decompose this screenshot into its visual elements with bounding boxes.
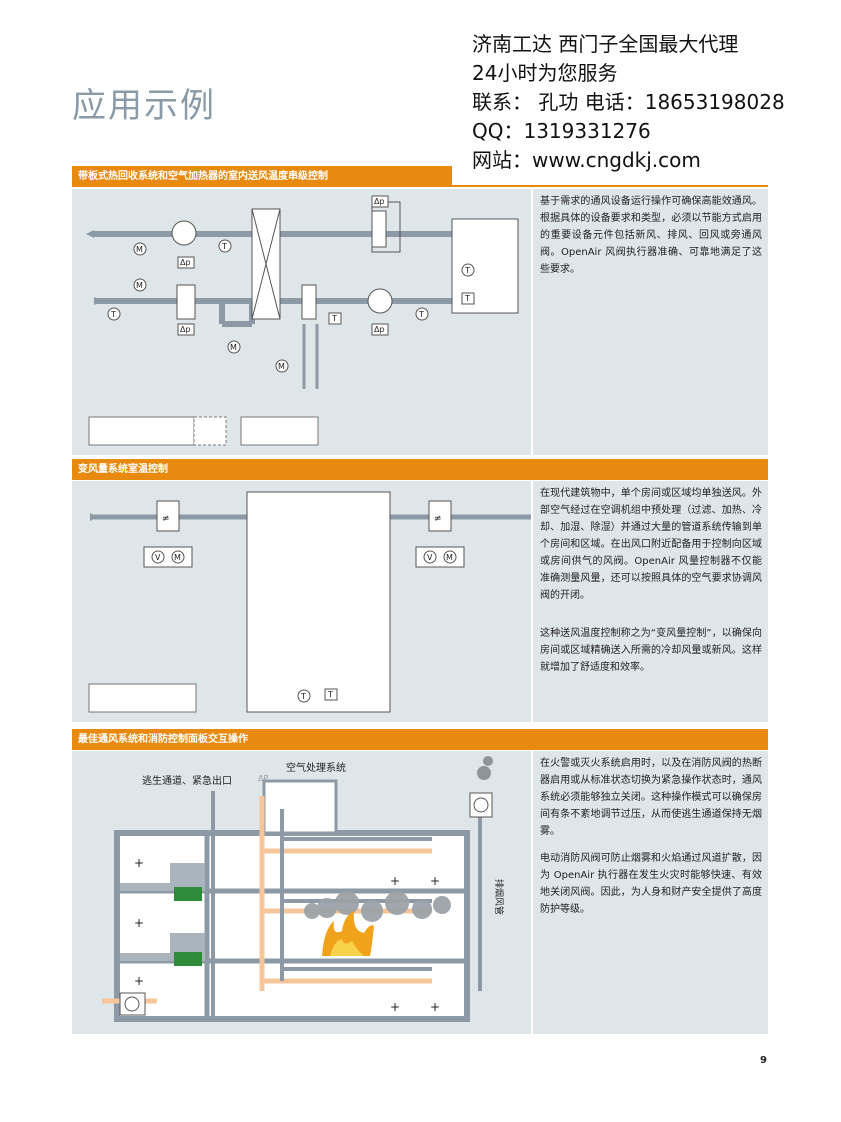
fire-smoke-diagram: 逃生通道、紧急出口 空气处理系统 ΔP 排烟风管: [102, 756, 505, 1022]
label-smoke-exhaust: 排烟风管: [493, 879, 505, 915]
return-ducts: [211, 791, 482, 1021]
dp-label-2: Δp: [180, 258, 191, 267]
vav-box-left: [156, 500, 180, 532]
vav-box-right: [428, 500, 452, 532]
plus-4: +: [390, 874, 400, 888]
vav-right-neq: ≠: [434, 514, 442, 524]
label-escape: 逃生通道、紧急出口: [142, 774, 232, 787]
section2-text-panel: 在现代建筑物中，单个房间或区域均单独送风。外部空气经过在空调机组中预处理（过滤、…: [533, 481, 768, 722]
section1-header: 带板式热回收系统和空气加热器的室内送风温度串级控制: [72, 166, 452, 187]
temp-symbol-2: T: [110, 310, 116, 319]
motor-symbol-3: M: [230, 343, 237, 352]
supply-fan-bottom: [367, 288, 393, 314]
plus-1: +: [134, 856, 144, 870]
fire-icon: [322, 911, 374, 956]
contact-line-4: QQ：1319331276: [472, 119, 651, 143]
smoke-cloud: [304, 891, 451, 922]
section2-text-1: 在现代建筑物中，单个房间或区域均单独送风。外部空气经过在空调机组中预处理（过滤、…: [540, 488, 762, 601]
motor-symbol-1: M: [136, 245, 143, 254]
page-title: 应用示例: [72, 86, 216, 126]
legend-box-2: [240, 416, 319, 446]
section1-text: 基于需求的通风设备运行操作可确保高能效通风。根据具体的设备要求和类型，必须以节能…: [540, 196, 762, 275]
contact-block: 济南工达 西门子全国最大代理 24小时为您服务联系： 孔功 电话：18653198…: [472, 30, 785, 175]
vav-room-box: [246, 491, 391, 713]
section1-diagram-panel: Δp Δp Δp Δp M M M M T T T T T T: [72, 189, 531, 455]
motor-symbol-4: M: [278, 362, 285, 371]
plus-7: +: [430, 1000, 440, 1014]
vav-room-temp: T: [300, 692, 306, 701]
supply-fan-top: [171, 220, 197, 246]
heater-coil: [301, 284, 317, 320]
section2-diagram-panel: ≠ ≠ V M V M T T: [72, 481, 531, 722]
temp-symbol-1: T: [221, 242, 227, 251]
exit-sign-2: [174, 952, 202, 966]
section1-text-panel: 基于需求的通风设备运行操作可确保高能效通风。根据具体的设备要求和类型，必须以节能…: [533, 189, 768, 455]
dp-label-4: Δp: [374, 325, 385, 334]
legend-box-1: [88, 416, 195, 446]
vav-legend-box: [88, 683, 197, 713]
contact-line-1: 济南工达 西门子全国最大代理: [472, 32, 739, 56]
vav-right-v: V: [427, 553, 433, 562]
exit-sign-1: [174, 887, 202, 901]
vav-left-v: V: [155, 553, 161, 562]
section2-text-2: 这种送风温度控制称之为“变风量控制”，以确保向房间或区域精确送入所需的冷却风量或…: [540, 628, 762, 673]
vav-diagram: ≠ ≠ V M V M T T: [88, 491, 531, 713]
vav-right-m: M: [446, 553, 453, 562]
label-ahu: 空气处理系统: [286, 761, 346, 774]
contact-line-2: 24小时为您服务: [472, 61, 618, 85]
temp-setpoint-room: T: [464, 294, 470, 303]
section3-header: 最佳通风系统和消防控制面板交互操作: [72, 729, 768, 750]
dp-label-3: Δp: [180, 325, 191, 334]
hvac-cascade-diagram: Δp Δp Δp Δp M M M M T T T T T T: [86, 195, 519, 446]
section3-text-panel: 在火警或灭火系统启用时，以及在消防风阀的热断器启用或从标准状态切换为紧急操作状态…: [533, 751, 768, 1034]
section2-header: 变风量系统室温控制: [72, 459, 768, 480]
contact-line-3: 联系： 孔功 电话：18653198028: [472, 90, 785, 114]
plus-3: +: [134, 974, 144, 988]
temp-symbol-duct: T: [331, 314, 337, 323]
temp-symbol-room: T: [464, 266, 470, 275]
section1-rule: [452, 185, 768, 187]
plus-5: +: [430, 874, 440, 888]
temp-symbol-3: T: [418, 310, 424, 319]
vav-left-m: M: [174, 553, 181, 562]
stairs: [120, 863, 205, 961]
vav-room-setpoint: T: [327, 690, 333, 699]
section3-text-1: 在火警或灭火系统启用时，以及在消防风阀的热断器启用或从标准状态切换为紧急操作状态…: [540, 758, 762, 837]
vav-left-neq: ≠: [162, 514, 170, 524]
smoke-plume-icon: [477, 766, 491, 780]
motor-symbol-2: M: [136, 281, 143, 290]
building-frame: [114, 830, 470, 1022]
plus-2: +: [134, 916, 144, 930]
contact-line-5: 网站：www.cngdkj.com: [472, 148, 701, 172]
label-dp: ΔP: [258, 774, 268, 783]
filter-bottom: [176, 284, 196, 320]
ahu-box: [262, 779, 338, 835]
dp-label-1: Δp: [374, 197, 385, 206]
section3-text-2: 电动消防风阀可防止烟雾和火焰通过风道扩散，因为 OpenAir 执行器在发生火灾…: [540, 853, 762, 915]
section3-diagram-panel: 逃生通道、紧急出口 空气处理系统 ΔP 排烟风管: [72, 751, 531, 1034]
plus-6: +: [390, 1000, 400, 1014]
page-number: 9: [760, 1055, 767, 1066]
